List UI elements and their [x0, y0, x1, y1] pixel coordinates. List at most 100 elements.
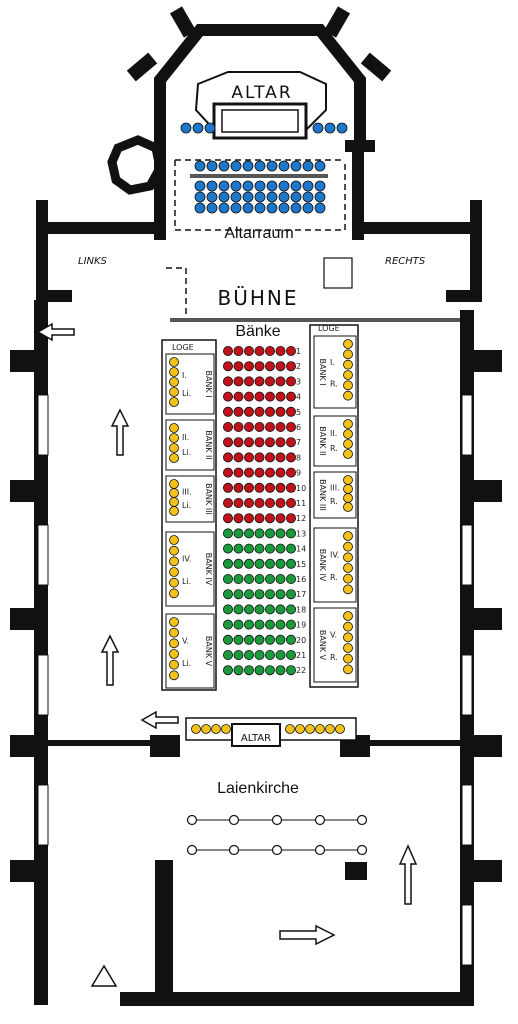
loge-side: Li. — [182, 659, 191, 668]
bench-seat — [254, 604, 265, 615]
buttress — [10, 860, 48, 882]
bench-seat — [233, 361, 244, 372]
loge-seat — [343, 632, 353, 643]
loge-seat — [169, 588, 179, 599]
laienkirche-label: Laienkirche — [217, 780, 299, 797]
altar-top-label: ALTAR — [231, 83, 292, 103]
bench-seat — [275, 437, 286, 448]
apse-buttress — [323, 6, 351, 38]
loge-box — [313, 335, 357, 409]
bench-seat — [275, 665, 286, 676]
open-chair — [356, 844, 368, 856]
buehne-label: BÜHNE — [218, 286, 299, 310]
bench-seat — [254, 437, 265, 448]
bench-seat — [264, 543, 275, 554]
bench-seat — [243, 406, 254, 417]
bench-seat — [285, 376, 296, 387]
loge-seat — [169, 497, 179, 507]
open-chair — [356, 814, 368, 826]
bench-seat — [275, 406, 286, 417]
open-chairs — [186, 814, 368, 856]
bench-seat — [264, 361, 275, 372]
bench-seat — [233, 467, 244, 478]
bench-seat — [222, 619, 233, 630]
loge-seat — [343, 339, 353, 349]
buttress — [10, 735, 48, 757]
chancel-seat — [266, 160, 278, 172]
bench-seat — [243, 361, 254, 372]
chancel-seat — [314, 191, 326, 203]
bench-seat — [254, 482, 265, 493]
chancel-seat — [242, 160, 254, 172]
loge-left-label: LOGE — [172, 343, 194, 352]
bank-label: BANK I — [318, 358, 327, 385]
buttress — [460, 860, 502, 882]
bench-seat — [243, 345, 254, 356]
bench-seat — [222, 513, 233, 524]
chancel-seat — [218, 160, 230, 172]
altar-row-seat — [305, 724, 315, 734]
altar-row-seat — [295, 724, 305, 734]
loge-number: IV. — [182, 555, 191, 564]
bench-seat — [285, 574, 296, 585]
open-chair — [186, 844, 198, 856]
loge-seat — [169, 387, 179, 397]
chancel-seat — [278, 191, 290, 203]
rechts-label: RECHTS — [385, 256, 426, 267]
transept-wall-top-left — [36, 222, 166, 234]
chancel-seat — [242, 202, 254, 214]
chancel-rail — [190, 174, 328, 178]
altar-seats — [180, 122, 348, 214]
altar-seat — [312, 122, 324, 134]
altar-seat — [204, 122, 216, 134]
loge-box — [165, 613, 215, 689]
row-number: 13 — [296, 529, 306, 538]
row-number: 16 — [296, 575, 306, 584]
loge-seat — [343, 541, 353, 552]
bench-seat — [233, 543, 244, 554]
bench-seat — [243, 604, 254, 615]
apse-wall — [154, 24, 366, 150]
altar-seat — [324, 122, 336, 134]
bank-label: BANK V — [318, 630, 327, 661]
bank-label: BANK III — [318, 479, 327, 511]
bench-seat — [275, 421, 286, 432]
bench-seat — [285, 604, 296, 615]
loge-seat — [343, 419, 353, 429]
loge-seat — [343, 475, 353, 485]
bench-seat — [233, 482, 244, 493]
bench-seat — [264, 482, 275, 493]
bank-label: BANK II — [204, 430, 213, 459]
loge-side: Li. — [182, 501, 191, 510]
loge-seat — [343, 563, 353, 573]
loge-seat — [343, 653, 353, 664]
loge-seat — [343, 611, 353, 621]
chancel-seat — [230, 191, 242, 203]
arrow-up-icon — [100, 634, 120, 686]
row-number: 1 — [296, 347, 301, 356]
bench-seat — [222, 589, 233, 600]
bench-seat — [275, 634, 286, 645]
altar-row-seats — [191, 724, 345, 734]
bench-seat — [264, 650, 275, 661]
bench-seat — [275, 391, 286, 402]
bench-seat — [275, 452, 286, 463]
apse-buttress — [345, 140, 375, 152]
bench-seat — [243, 421, 254, 432]
bench-seat — [233, 345, 244, 356]
loge-seat — [343, 643, 353, 653]
bench-seat — [243, 619, 254, 630]
arrow-left-icon — [36, 322, 75, 342]
window — [37, 784, 49, 846]
bench-seat — [264, 376, 275, 387]
bench-seat — [254, 421, 265, 432]
loge-seat — [169, 488, 179, 498]
bench-seat — [275, 604, 286, 615]
bench-seat — [275, 376, 286, 387]
chancel-seat — [206, 180, 218, 192]
bench-seat — [222, 497, 233, 508]
bench-seat — [254, 497, 265, 508]
loge-seat — [169, 627, 179, 638]
loge-seat — [169, 638, 179, 649]
bench-seat — [222, 543, 233, 554]
